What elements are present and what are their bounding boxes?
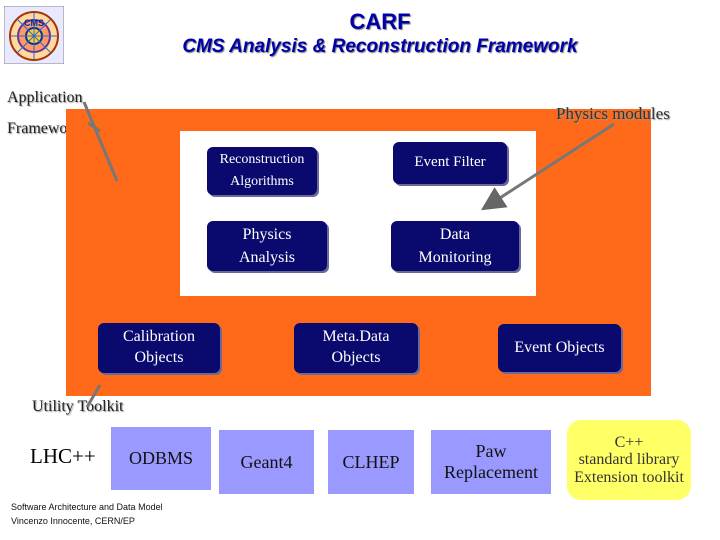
framework-label: Framework — [7, 120, 81, 137]
clhep-box: CLHEP — [328, 430, 414, 494]
odbms-box: ODBMS — [111, 427, 211, 490]
page-subtitle: CMS Analysis & Reconstruction Framework — [182, 36, 578, 57]
paw-replacement-box: Paw Replacement — [431, 430, 551, 494]
lhc-plus-plus-label: LHC++ — [30, 444, 96, 468]
reconstruction-algorithms-box: Reconstruction Algorithms — [207, 147, 317, 195]
utility-toolkit-label: Utility Toolkit — [32, 398, 124, 415]
calibration-objects-box: Calibration Objects — [98, 323, 220, 373]
application-label: Application — [7, 89, 83, 106]
svg-text:CMS: CMS — [24, 18, 44, 28]
physics-modules-label: Physics modules — [556, 104, 670, 123]
cms-logo-icon: CMS — [4, 6, 64, 64]
event-objects-box: Event Objects — [498, 324, 621, 372]
geant4-box: Geant4 — [219, 430, 314, 494]
page-title: CARF — [349, 9, 411, 34]
event-filter-box: Event Filter — [393, 142, 507, 184]
metadata-objects-box: Meta.Data Objects — [294, 323, 418, 373]
data-monitoring-box: Data Monitoring — [391, 221, 519, 271]
footer-author: Vincenzo Innocente, CERN/EP — [11, 516, 135, 526]
physics-analysis-box: Physics Analysis — [207, 221, 327, 271]
cpp-standard-library-box: C++ standard library Extension toolkit — [567, 420, 691, 500]
footer-title: Software Architecture and Data Model — [11, 502, 163, 512]
